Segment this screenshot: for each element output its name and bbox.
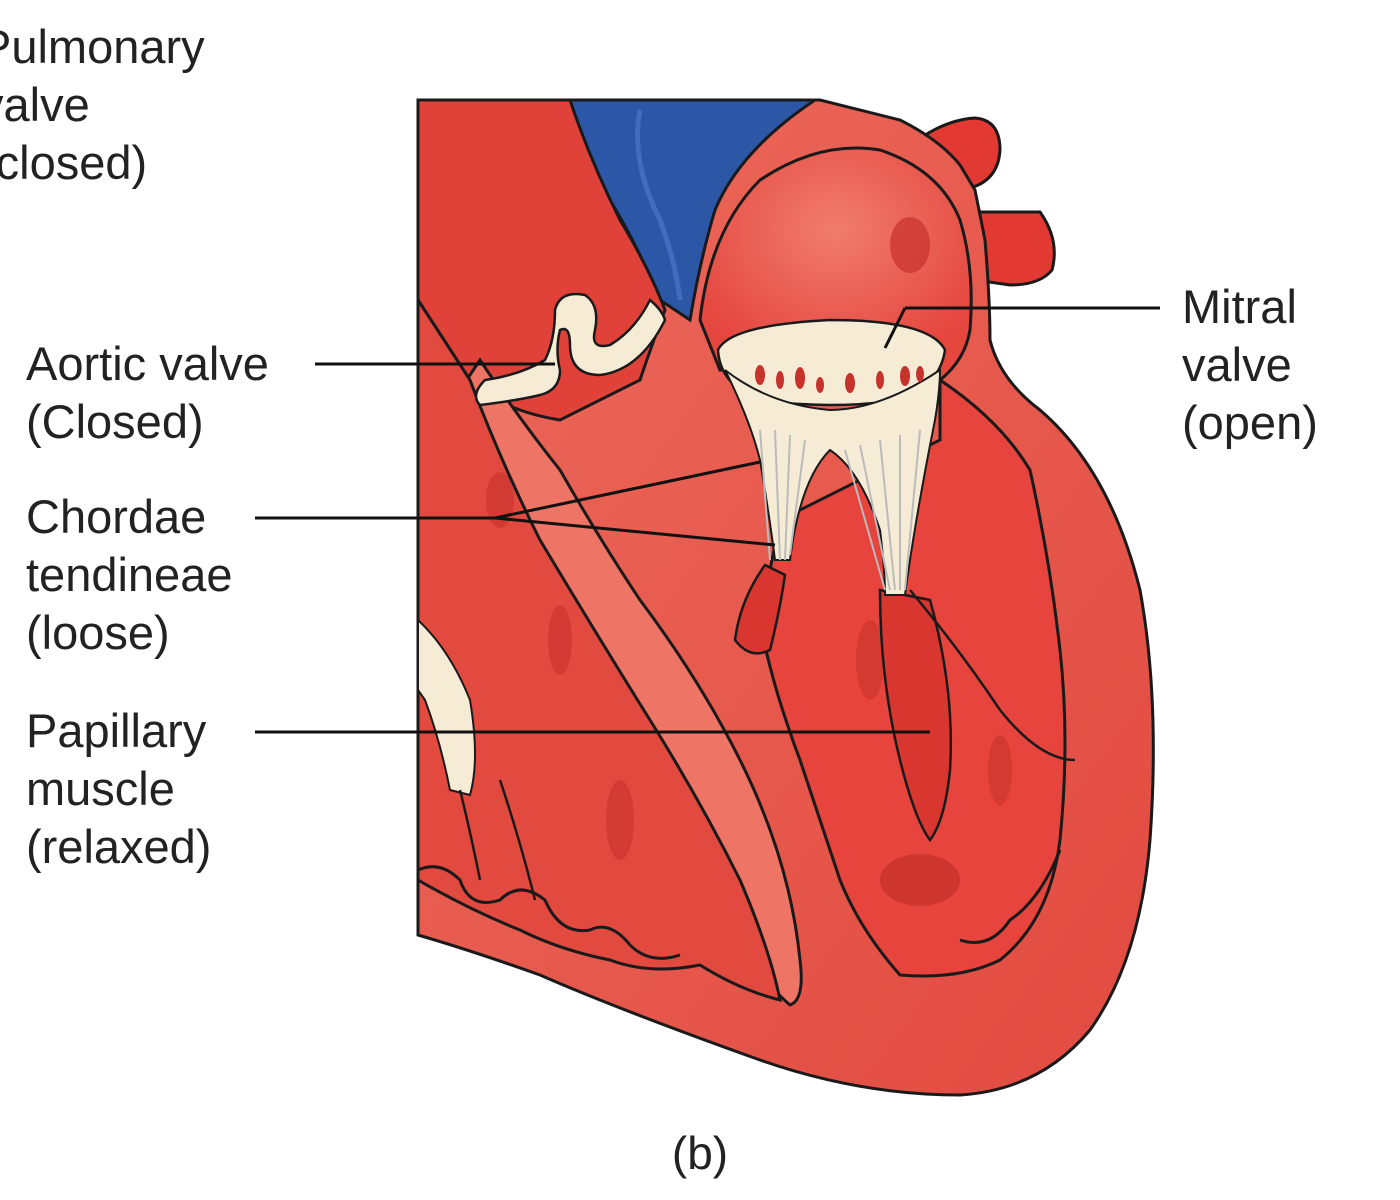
tricuspid-valve-fragment <box>417 617 476 797</box>
papillary-muscle-right <box>878 588 953 843</box>
leader-chordae-lower <box>494 516 776 547</box>
mitral-valve-label: Mitral valve (open) <box>1182 280 1318 449</box>
leader-lines <box>255 306 1160 734</box>
leader-mitral-valve-diagonal <box>883 307 907 349</box>
right-ventricle <box>416 294 782 1003</box>
aortic-valve-label: Aortic valve (Closed) <box>26 337 269 448</box>
leader-chordae-upper <box>494 460 761 520</box>
panel-label: (b) <box>671 1127 729 1179</box>
chordae-tendineae-label: Chordae tendineae (loose) <box>26 490 233 659</box>
papillary-muscle-left <box>733 563 787 655</box>
left-atrium <box>698 146 973 382</box>
pulmonary-vein-lower <box>973 210 1056 287</box>
pulmonary-valve-label: Pulmonary valve (closed) <box>0 20 205 189</box>
chordae-strands <box>759 429 921 591</box>
mitral-valve-spots <box>755 365 924 393</box>
papillary-muscle-label: Papillary muscle (relaxed) <box>26 704 212 873</box>
aortic-valve-leaflet <box>474 292 667 407</box>
